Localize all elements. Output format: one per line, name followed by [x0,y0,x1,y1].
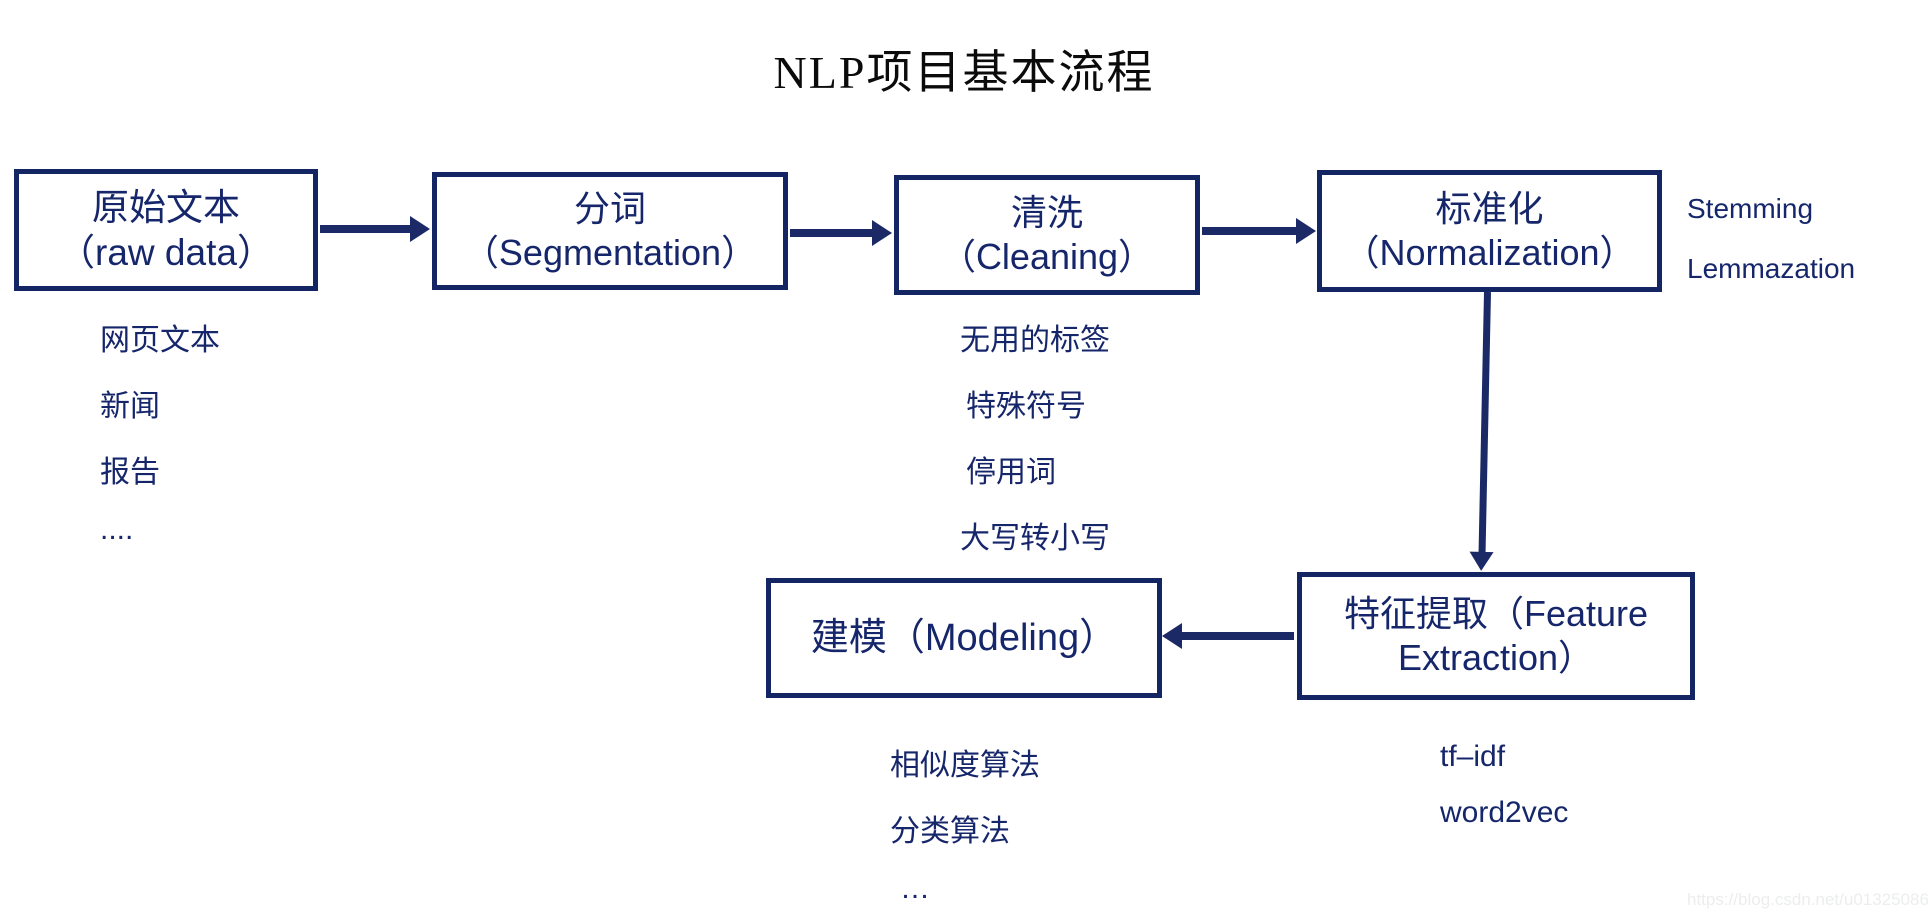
box-segmentation-cn: 分词 [573,188,646,230]
arrow-cleaning-to-normalization [1202,218,1316,244]
box-normalization-cn: 标准化 [1435,188,1544,230]
box-segmentation-en: （Segmentation） [462,232,758,273]
box-feature-extraction: 特征提取（Feature Extraction） [1297,572,1695,700]
box-segmentation: 分词 （Segmentation） [432,172,788,290]
list-feature-extraction: tf–idf word2vec [1440,740,1568,852]
list-item: 停用词 [966,456,1056,489]
arrowhead-left-icon [1162,623,1182,649]
box-feature-extraction-line1: 特征提取（Feature [1343,593,1649,635]
arrow-normalization-to-feature-extraction [1469,291,1494,572]
list-cleaning: 无用的标签 特殊符号 停用词 大写转小写 [960,315,1110,579]
box-raw-text-en: （raw data） [58,232,274,273]
box-normalization-en: （Normalization） [1343,232,1636,273]
arrowhead-down-icon [1469,551,1494,572]
box-cleaning-cn: 清洗 [1010,192,1083,234]
box-raw-text-cn: 原始文本 [92,186,240,228]
list-item: .... [100,513,134,546]
arrow-feature-extraction-to-modeling [1162,623,1294,649]
list-item: 特殊符号 [966,390,1086,423]
list-item: … [900,872,930,905]
list-item: 网页文本 [100,324,220,357]
box-modeling-label: 建模（Modeling） [810,616,1118,659]
list-item: 分类算法 [890,815,1010,848]
watermark: https://blog.csdn.net/u013250861 [1687,890,1928,909]
arrowhead-right-icon [410,216,430,242]
box-feature-extraction-line2: Extraction） [1397,637,1595,678]
box-normalization: 标准化 （Normalization） [1317,170,1662,292]
note-lemmazation: Lemmazation [1687,253,1856,284]
arrowhead-right-icon [872,220,892,246]
note-stemming: Stemming [1687,193,1814,224]
page-title: NLP项目基本流程 [773,47,1155,98]
list-item: 新闻 [100,390,160,423]
box-cleaning-en: （Cleaning） [939,236,1155,277]
list-item: word2vec [1440,796,1569,829]
arrow-segmentation-to-cleaning [790,220,892,246]
list-item: 相似度算法 [890,749,1040,782]
arrowhead-right-icon [1296,218,1316,244]
arrow-raw-to-segmentation [320,216,430,242]
list-modeling: 相似度算法 分类算法 … [890,740,1040,918]
list-raw-text: 网页文本 新闻 报告 .... [100,315,220,569]
list-item: 无用的标签 [960,324,1110,357]
list-item: 报告 [100,456,160,489]
list-item: tf–idf [1440,740,1506,773]
box-modeling: 建模（Modeling） [766,578,1162,698]
box-cleaning: 清洗 （Cleaning） [894,175,1200,295]
list-item: 大写转小写 [960,522,1110,555]
box-raw-text: 原始文本 （raw data） [14,169,318,291]
